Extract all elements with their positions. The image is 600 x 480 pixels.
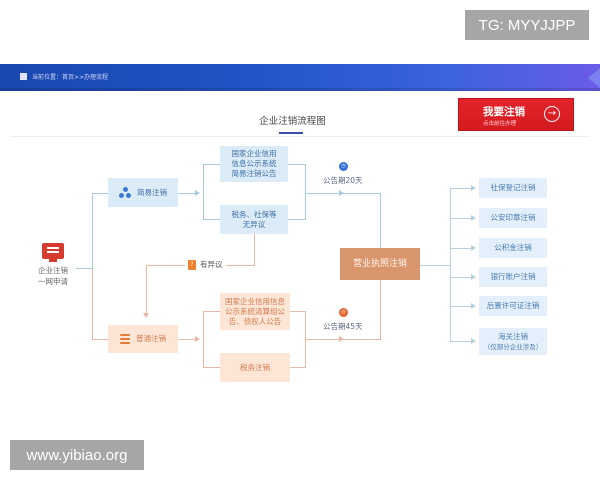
- breadcrumb: 当前位置：首页>>办理流程: [20, 72, 108, 81]
- connector: [203, 164, 220, 165]
- connector: [380, 280, 381, 340]
- connector: [305, 164, 306, 220]
- connector: [290, 311, 305, 312]
- start-label-2: 一网申请: [38, 277, 68, 286]
- tax-cancellation-node: 税务注销: [220, 353, 290, 382]
- period-20-label: 公告期20天: [323, 176, 363, 185]
- connector: [288, 219, 305, 220]
- connector: [92, 193, 108, 194]
- arrow: [339, 190, 344, 196]
- connector: [290, 367, 305, 368]
- connector: [178, 339, 196, 340]
- connector: [92, 339, 108, 340]
- title-underline: [279, 132, 303, 134]
- connector: [450, 188, 451, 342]
- arrow: [195, 190, 200, 196]
- outcome-social-security: 社保登记注销: [479, 178, 547, 198]
- home-icon[interactable]: [20, 73, 27, 80]
- outcome-housing-fund: 公积金注销: [479, 238, 547, 258]
- simple-cancellation-node: 简易注销: [108, 178, 178, 207]
- start-label-1: 企业注销: [38, 266, 68, 275]
- outcome-bank-account: 银行账户注销: [479, 267, 547, 287]
- arrow-right-circle-icon: →: [544, 106, 560, 122]
- objection-label: ? 有异议: [185, 259, 226, 270]
- start-node: 企业注销 一网申请: [30, 243, 76, 287]
- outcome-customs: 海关注销 （仅部分企业涉及）: [479, 328, 547, 355]
- connector: [203, 219, 220, 220]
- navbar-corner-decoration: [588, 68, 600, 88]
- connector: [92, 268, 93, 340]
- cancel-company-button[interactable]: 我要注销 点击前往办理 →: [458, 98, 574, 131]
- outcome-permit: 后置许可证注销: [479, 296, 547, 316]
- clock-icon: ◷: [339, 162, 348, 171]
- connector: [203, 311, 220, 312]
- connector: [380, 193, 381, 248]
- cta-subtitle: 点击前往办理: [483, 121, 517, 127]
- no-objection-node: 税务、社保等 无异议: [220, 205, 288, 234]
- simple-public-notice-node: 国家企业信用 信息公示系统 简易注销公告: [220, 146, 288, 182]
- general-public-notice-node: 国家企业信用信息 公示系统清算组公 告、债权人公告: [220, 293, 290, 330]
- clock-icon: ◷: [339, 308, 348, 317]
- s-icon: [120, 334, 130, 344]
- cta-title: 我要注销: [483, 106, 525, 118]
- arrow-down: [143, 313, 149, 318]
- monitor-icon: [42, 243, 64, 262]
- connector: [92, 193, 93, 269]
- connector: [288, 164, 305, 165]
- business-license-cancellation-node: 营业执照注销: [340, 248, 420, 280]
- connector: [203, 367, 220, 368]
- arrow: [339, 336, 344, 342]
- navbar: 当前位置：首页>>办理流程: [0, 64, 600, 91]
- divider: [10, 136, 590, 137]
- connector: [146, 265, 147, 314]
- connector: [76, 268, 92, 269]
- watermark-bottom: www.yibiao.org: [10, 440, 144, 470]
- question-icon: ?: [188, 259, 196, 270]
- connector: [254, 234, 255, 265]
- general-cancellation-node: 普通注销: [108, 325, 178, 353]
- period-45-label: 公告期45天: [323, 322, 363, 331]
- connector: [178, 193, 196, 194]
- connector: [420, 265, 450, 266]
- watermark-top: TG: MYYJJPP: [465, 10, 589, 40]
- connector: [203, 311, 204, 368]
- page-title: 企业注销流程图: [259, 116, 326, 127]
- breadcrumb-text[interactable]: 当前位置：首页>>办理流程: [32, 74, 109, 81]
- arrow: [195, 336, 200, 342]
- outcome-police-seal: 公安印章注销: [479, 208, 547, 228]
- connector: [203, 164, 204, 220]
- recycle-icon: [119, 187, 131, 198]
